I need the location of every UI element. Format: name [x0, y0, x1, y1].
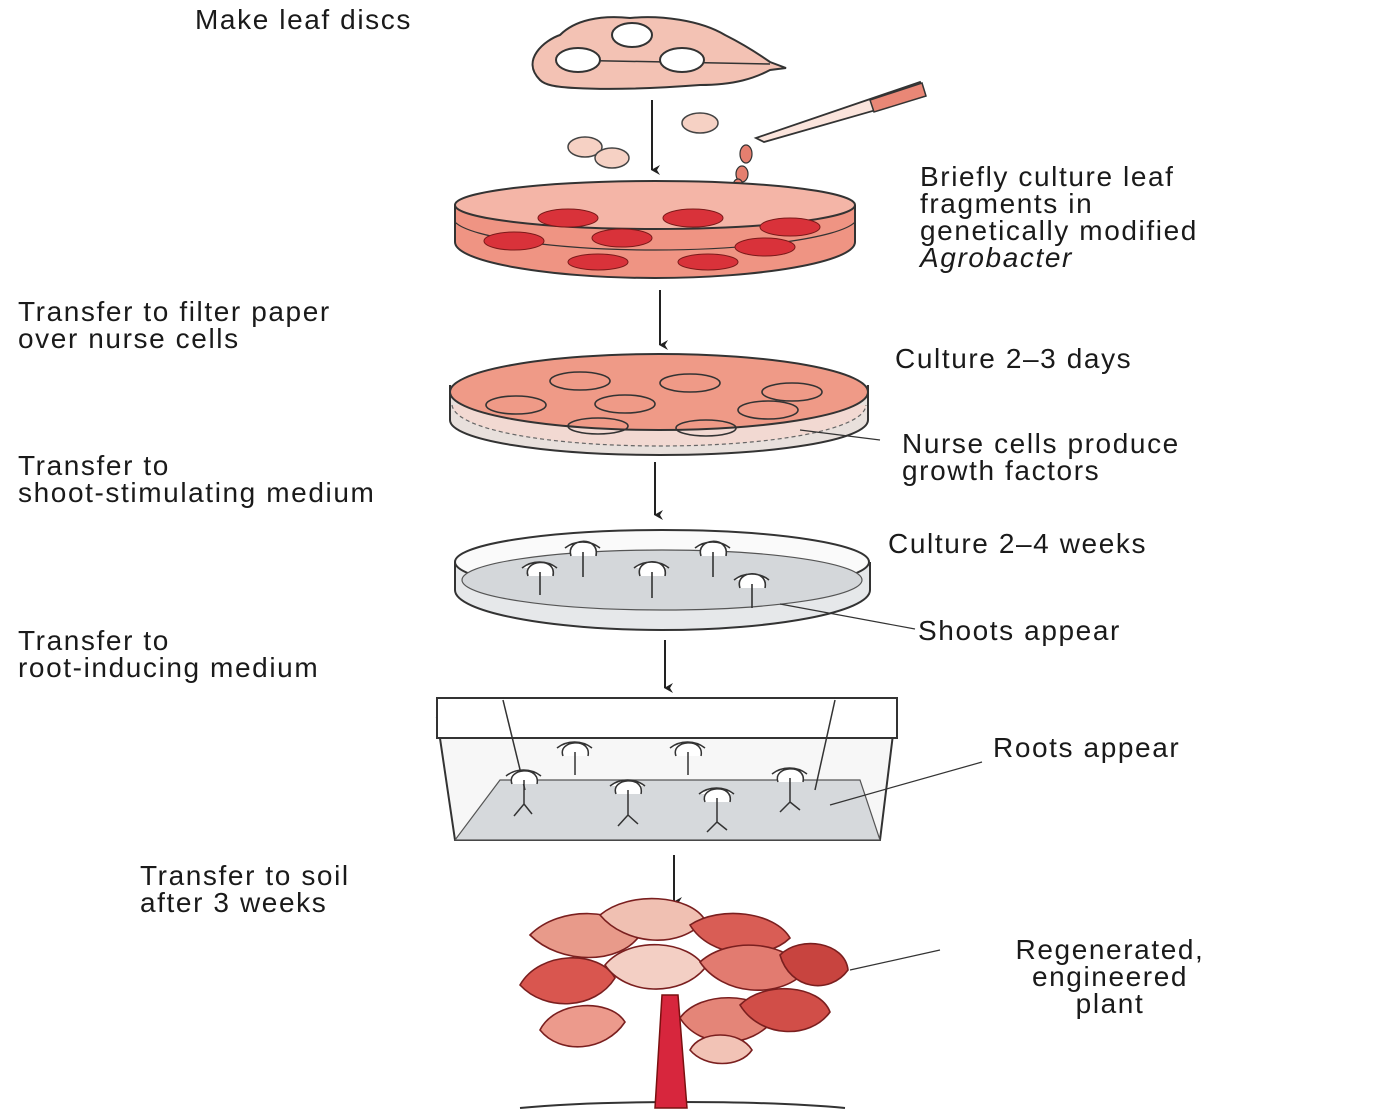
label-shoots-appear: Shoots appear: [918, 617, 1121, 644]
label-briefly-culture-line-1: Briefly culture leaf: [920, 163, 1198, 190]
shoot-dish-icon: [455, 530, 870, 630]
label-transfer-soil-line-2: after 3 weeks: [140, 889, 350, 916]
plant-leader-line: [850, 950, 940, 970]
label-make-leaf-discs: Make leaf discs: [195, 6, 412, 33]
label-transfer-root-line-1: Transfer to: [18, 627, 319, 654]
label-transfer-filter-line-1: Transfer to filter paper: [18, 298, 331, 325]
label-roots-appear: Roots appear: [993, 734, 1180, 761]
label-briefly-culture-line-2: fragments in: [920, 190, 1198, 217]
label-transfer-filter-line-2: over nurse cells: [18, 325, 331, 352]
label-transfer-root: Transfer to root-inducing medium: [18, 627, 319, 681]
nurse-cell-dish-icon: [450, 354, 868, 455]
label-regenerated-line-2: engineered: [945, 963, 1275, 990]
leaf-with-discs-icon: [533, 17, 786, 89]
label-transfer-soil-line-1: Transfer to soil: [140, 862, 350, 889]
label-nurse-cells-line-1: Nurse cells produce: [902, 430, 1180, 457]
label-nurse-cells-line-2: growth factors: [902, 457, 1180, 484]
label-transfer-shoot-line-1: Transfer to: [18, 452, 375, 479]
label-agrobacter: Agrobacter: [920, 242, 1073, 273]
regenerated-plant-icon: [520, 899, 848, 1108]
label-nurse-cells: Nurse cells produce growth factors: [902, 430, 1180, 484]
label-transfer-soil: Transfer to soil after 3 weeks: [140, 862, 350, 916]
label-briefly-culture-line-4: Agrobacter: [920, 244, 1198, 271]
label-briefly-culture: Briefly culture leaf fragments in geneti…: [920, 163, 1198, 271]
label-transfer-root-line-2: root-inducing medium: [18, 654, 319, 681]
label-transfer-shoot-line-2: shoot-stimulating medium: [18, 479, 375, 506]
leaf-discs-icon: [568, 113, 718, 168]
label-briefly-culture-line-3: genetically modified: [920, 217, 1198, 244]
label-regenerated-line-3: plant: [945, 990, 1275, 1017]
label-culture-days: Culture 2–3 days: [895, 345, 1132, 372]
label-culture-weeks: Culture 2–4 weeks: [888, 530, 1147, 557]
agrobacter-culture-dish-icon: [455, 181, 855, 278]
label-transfer-filter: Transfer to filter paper over nurse cell…: [18, 298, 331, 352]
pipette-icon: [733, 82, 926, 193]
label-regenerated-plant: Regenerated, engineered plant: [945, 936, 1275, 1017]
root-box-icon: [437, 698, 897, 840]
label-regenerated-line-1: Regenerated,: [945, 936, 1275, 963]
label-transfer-shoot: Transfer to shoot-stimulating medium: [18, 452, 375, 506]
